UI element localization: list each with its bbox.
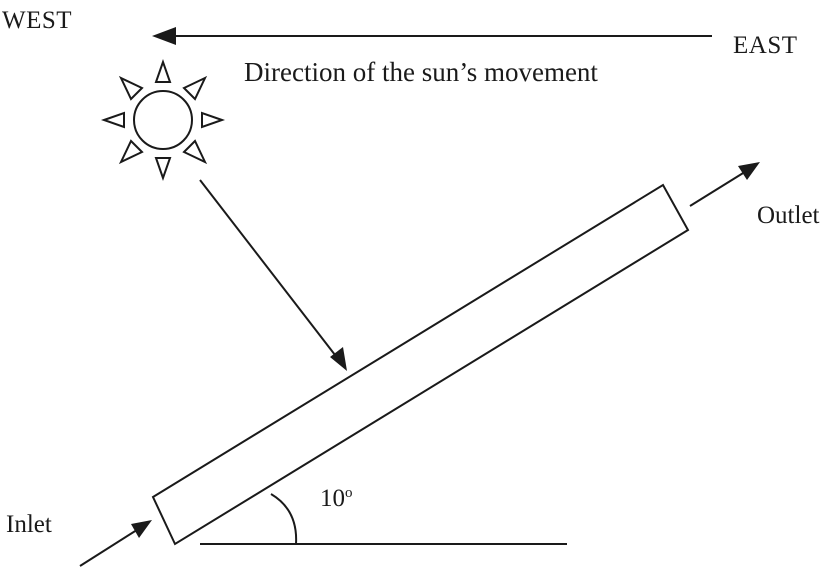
inlet-arrow (79, 520, 152, 567)
collector-tube (151, 183, 690, 546)
outlet-label: Outlet (757, 202, 820, 229)
sun-movement-caption: Direction of the sun’s movement (244, 57, 598, 87)
sun-direction-arrow (152, 27, 712, 45)
tilt-angle-value: 10 (320, 485, 345, 512)
east-label: EAST (733, 32, 798, 59)
solar-radiation-arrow (199, 179, 347, 371)
tilt-angle-arc (270, 493, 298, 545)
sun-icon (100, 58, 226, 182)
tilt-angle-label: 10o (320, 485, 353, 512)
west-label: WEST (2, 7, 73, 34)
outlet-arrow (689, 162, 760, 207)
inlet-label: Inlet (6, 511, 52, 538)
tilt-angle-degree: o (345, 485, 353, 501)
